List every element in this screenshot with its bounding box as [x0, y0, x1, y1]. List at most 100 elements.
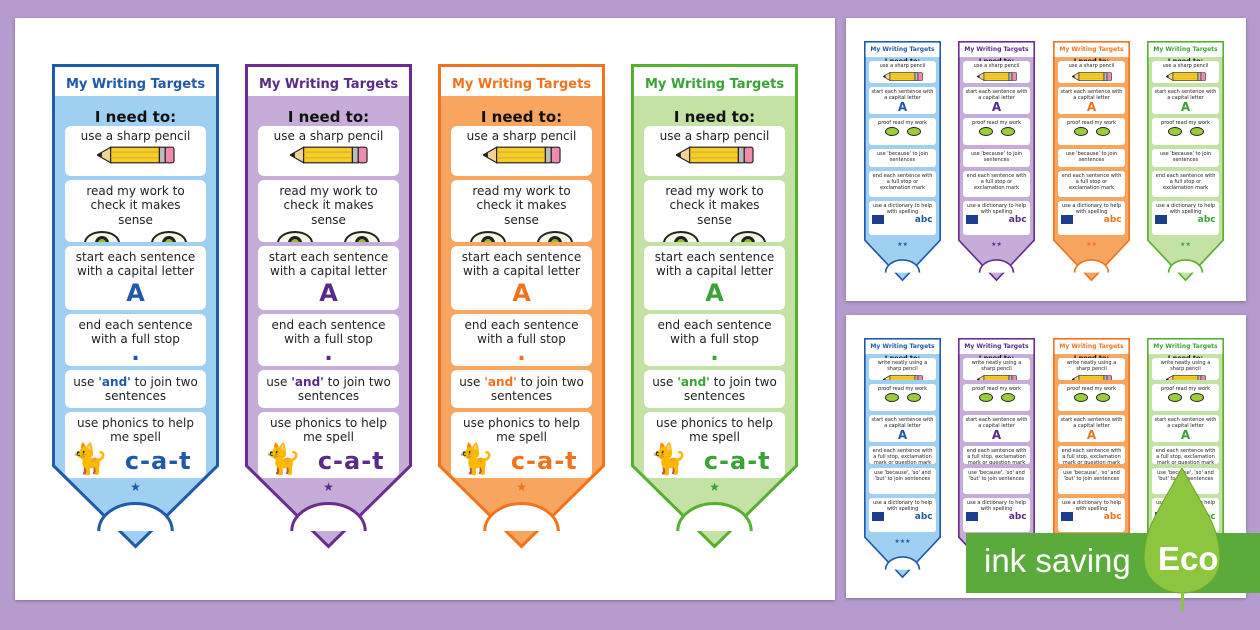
- target-box: use 'because', 'so' and 'but' to join se…: [963, 468, 1030, 494]
- eyes-icon: [644, 231, 784, 242]
- eyes-icon: [1058, 127, 1124, 136]
- item-text: start each sentence with a capital lette…: [965, 417, 1028, 429]
- star-icon: ★: [516, 480, 527, 494]
- intro-text: I need to:: [480, 108, 563, 126]
- item-text: end each sentence with a full stop or ex…: [872, 173, 933, 191]
- cat-icon: 🐈: [457, 441, 495, 477]
- target-box: use 'and' to join two sentences: [644, 370, 785, 408]
- target-box: use a sharp pencil: [65, 126, 206, 176]
- item-text: use a dictionary to help with spelling: [1155, 203, 1216, 215]
- item-text: start each sentence with a capital lette…: [871, 89, 934, 101]
- target-box: write neatly using a sharp pencil: [1152, 358, 1219, 380]
- item-text: start each sentence with a capital lette…: [654, 250, 775, 279]
- dictionary-row: abc: [869, 512, 935, 522]
- item-text: proof read my work: [1161, 120, 1210, 126]
- item-text: use a dictionary to help with spelling: [1061, 500, 1122, 512]
- target-box: end each sentence with a full stop, excl…: [1152, 446, 1219, 464]
- target-box: use 'because' to join sentences: [1058, 149, 1125, 167]
- target-box: use 'because', 'so' and 'but' to join se…: [1058, 468, 1125, 494]
- item-text: write neatly using a sharp pencil: [877, 360, 928, 372]
- target-box: read my work to check it makes sense: [258, 180, 399, 242]
- item-text: use a dictionary to help with spelling: [966, 203, 1027, 215]
- target-box: use 'because', 'so' and 'but' to join se…: [869, 468, 936, 494]
- eyes-icon: [1058, 393, 1124, 402]
- item-text: end each sentence with a full stop: [464, 318, 579, 347]
- target-box: start each sentence with a capital lette…: [65, 246, 206, 310]
- pencil-icon: [882, 375, 923, 380]
- book-icon: [1155, 215, 1168, 224]
- eyes-icon: [963, 393, 1029, 402]
- target-box: use 'because' to join sentences: [963, 149, 1030, 167]
- item-text: use a sharp pencil: [1068, 63, 1115, 69]
- item-text: proof read my work: [878, 386, 927, 392]
- book-icon: [1061, 512, 1074, 521]
- item-text: use phonics to help me spell: [655, 416, 774, 445]
- target-box: proof read my work: [1058, 118, 1125, 145]
- item-text: use 'because', 'so' and 'but' to join se…: [968, 470, 1025, 482]
- pencil-icon: [96, 146, 175, 165]
- target-box: use a sharp pencil: [644, 126, 785, 176]
- item-text: end each sentence with a full stop: [78, 318, 193, 347]
- item-text: end each sentence with a full stop or ex…: [966, 173, 1027, 191]
- stars-icon: ★★: [1180, 241, 1191, 248]
- item-text: end each sentence with a full stop, excl…: [872, 448, 933, 464]
- target-box: proof read my work: [869, 384, 936, 411]
- eyes-icon: [869, 393, 935, 402]
- pencil-icon: [482, 146, 561, 165]
- target-box: use 'and' to join two sentences: [65, 370, 206, 408]
- target-box: proof read my work: [963, 384, 1030, 411]
- target-box: start each sentence with a capital lette…: [869, 415, 936, 442]
- item-text: use phonics to help me spell: [269, 416, 388, 445]
- phonics-text: c-a-t: [124, 446, 192, 475]
- intro-text: I need to:: [673, 108, 756, 126]
- target-box: write neatly using a sharp pencil: [963, 358, 1030, 380]
- target-box: start each sentence with a capital lette…: [451, 246, 592, 310]
- target-box: end each sentence with a full stop, excl…: [869, 446, 936, 464]
- bookmark-title: My Writing Targets: [964, 46, 1029, 53]
- item-text: read my work to check it makes sense: [665, 184, 764, 227]
- target-box: proof read my work: [1058, 384, 1125, 411]
- item-text: use 'because' to join sentences: [1065, 151, 1118, 163]
- stars-icon: ★★: [1086, 241, 1097, 248]
- target-box: end each sentence with a full stop or ex…: [1058, 171, 1125, 197]
- target-box: use phonics to help me spell🐈c-a-t: [644, 412, 785, 478]
- pencil-icon: [289, 146, 368, 165]
- star-icon: ★: [130, 480, 141, 494]
- target-box: start each sentence with a capital lette…: [1152, 415, 1219, 442]
- eyes-icon: [963, 127, 1029, 136]
- target-box: proof read my work: [1152, 384, 1219, 411]
- book-icon: [872, 215, 885, 224]
- bookmark-title: My Writing Targets: [65, 77, 206, 92]
- capital-letter: A: [991, 100, 1002, 114]
- star-icon: ★: [709, 480, 720, 494]
- target-box: end each sentence with a full stop or ex…: [963, 171, 1030, 197]
- eyes-icon: [258, 231, 398, 242]
- pencil-icon: [976, 375, 1017, 380]
- target-box: start each sentence with a capital lette…: [644, 246, 785, 310]
- item-text: use 'and' to join two sentences: [459, 375, 584, 404]
- item-text: use 'and' to join two sentences: [73, 375, 198, 404]
- item-text: read my work to check it makes sense: [86, 184, 185, 227]
- target-box: end each sentence with a full stop.: [65, 314, 206, 366]
- item-text: use a sharp pencil: [973, 63, 1020, 69]
- cat-icon: 🐈: [650, 441, 688, 477]
- dictionary-row: abc: [1058, 215, 1124, 225]
- item-text: use 'because', 'so' and 'but' to join se…: [1063, 470, 1120, 482]
- target-box: proof read my work: [1152, 118, 1219, 145]
- item-text: start each sentence with a capital lette…: [1060, 89, 1123, 101]
- cat-icon: 🐈: [264, 441, 302, 477]
- target-box: read my work to check it makes sense: [644, 180, 785, 242]
- item-text: end each sentence with a full stop: [657, 318, 772, 347]
- item-text: use 'and' to join two sentences: [266, 375, 391, 404]
- book-icon: [872, 512, 885, 521]
- item-text: start each sentence with a capital lette…: [1154, 417, 1217, 429]
- eco-badge-text: ink saving: [984, 542, 1131, 579]
- bookmark-title: My Writing Targets: [1153, 46, 1218, 53]
- stars-icon: ★★: [897, 241, 908, 248]
- target-box: use phonics to help me spell🐈c-a-t: [65, 412, 206, 478]
- capital-letter: A: [897, 100, 908, 114]
